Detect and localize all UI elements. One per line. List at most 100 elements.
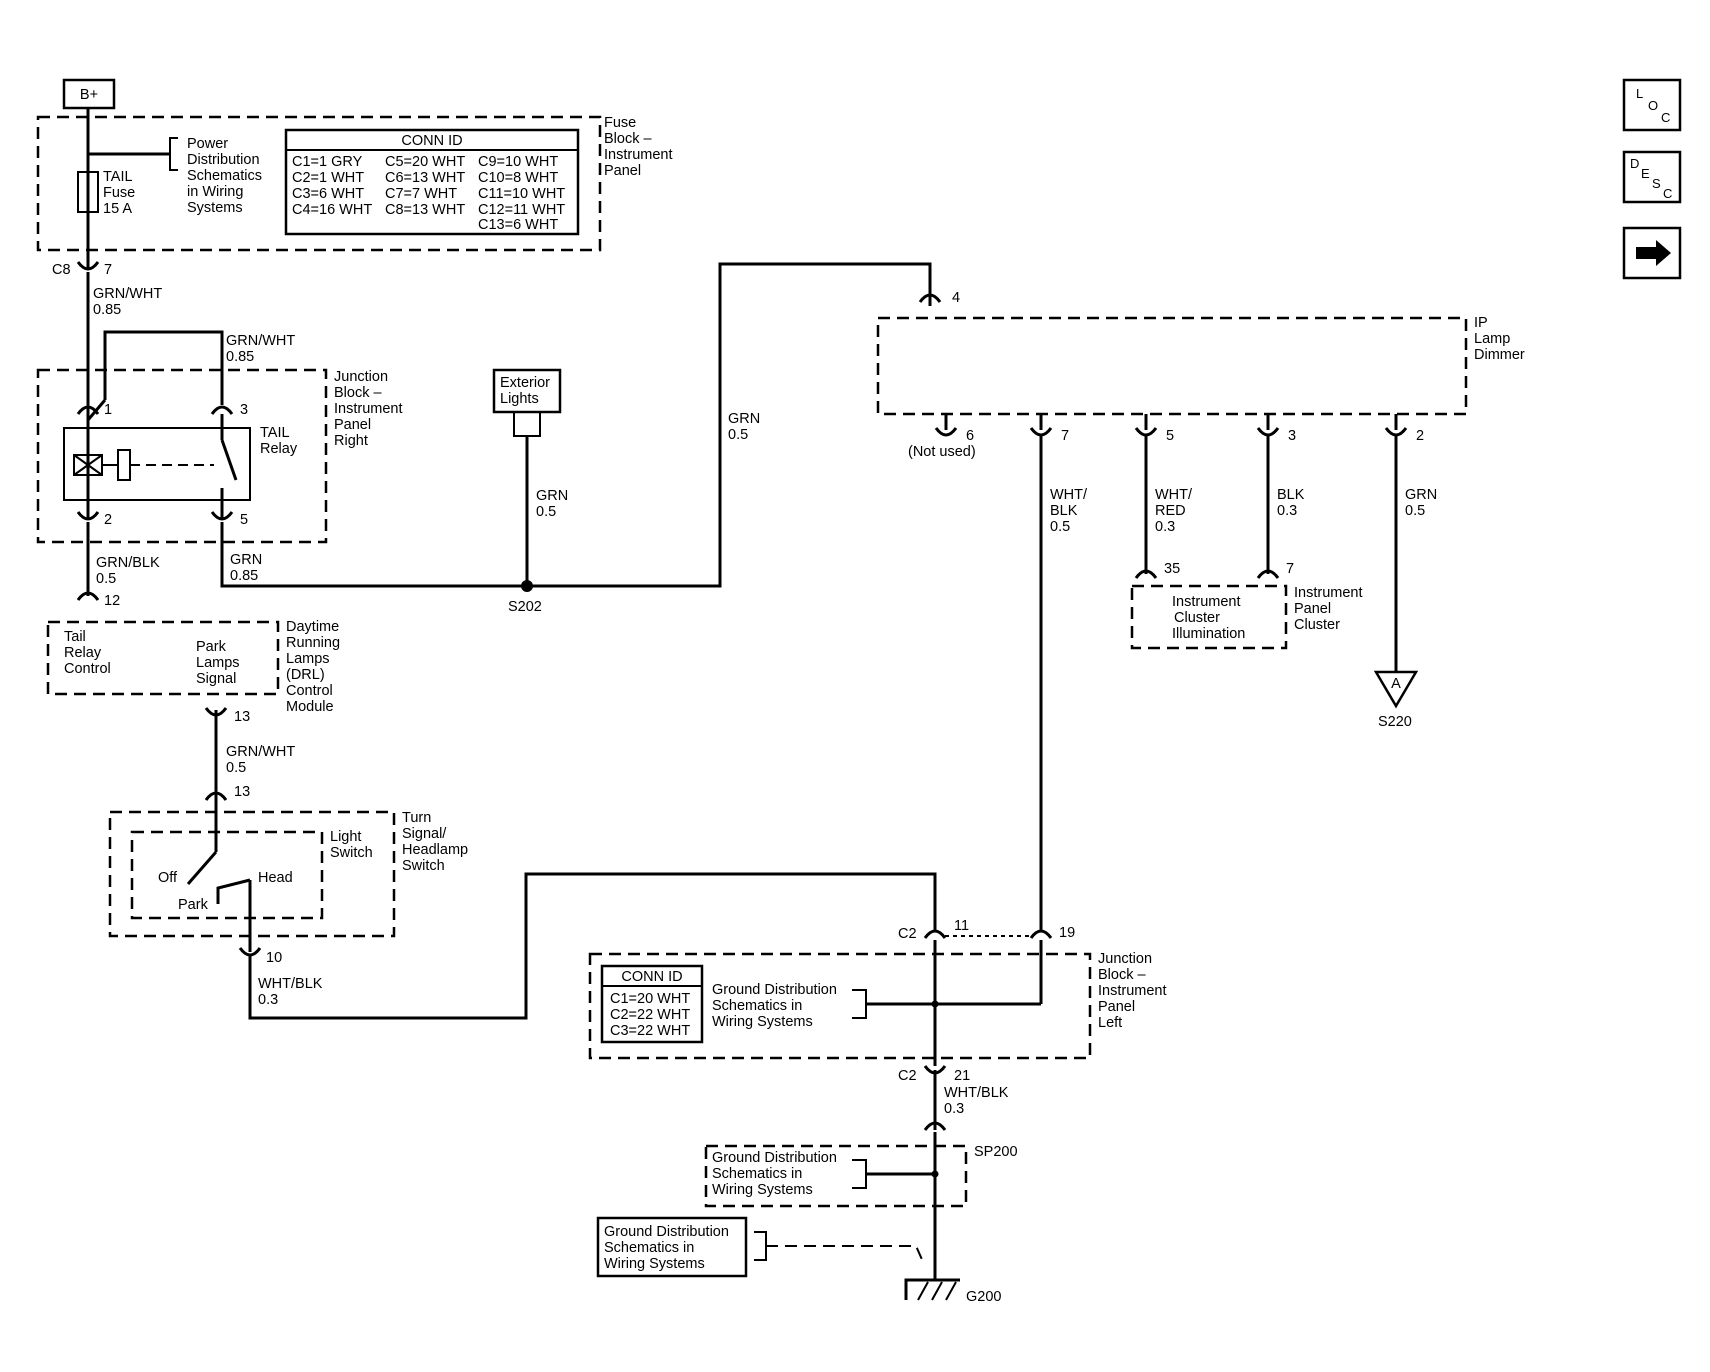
power-ref-3: Schematics (187, 168, 262, 184)
jb-left-name-2: Block – (1098, 967, 1146, 983)
fuse-label-2: Fuse (103, 185, 135, 201)
junction-block-left: C2 11 19 Junction Block – Instrument Pan… (588, 918, 1167, 1084)
wire-w10-size: 0.3 (1155, 519, 1175, 535)
sp200-splice-pack: SP200 Ground Distribution Schematics in … (704, 1121, 1018, 1208)
battery-label: B+ (80, 87, 98, 103)
relay-label-2: Relay (260, 441, 298, 457)
fuse-block-name-3: Instrument (604, 147, 673, 163)
g200-label: G200 (966, 1289, 1001, 1305)
fuse-block-conn-id-table: CONN ID C1=1 GRY C2=1 WHT C3=6 WHT C4=16… (284, 128, 580, 236)
exterior-label-2: Lights (500, 391, 539, 407)
wire-w1-size: 0.85 (93, 302, 121, 318)
desc-letter-c: C (1663, 186, 1672, 201)
jb-left-ground-1: Ground Distribution (712, 982, 837, 998)
s220-letter: A (1391, 676, 1401, 692)
fuse-block-name-2: Block – (604, 131, 652, 147)
switch-head: Head (258, 870, 293, 886)
dimmer-pin-3: 3 (1288, 428, 1296, 444)
conn-c1: C1=1 GRY (292, 154, 363, 170)
jb-left-name-5: Left (1098, 1015, 1122, 1031)
dimmer-name-3: Dimmer (1474, 347, 1525, 363)
description-button[interactable]: D E S C (1622, 150, 1682, 204)
drl-name-1: Daytime (286, 619, 339, 635)
relay-pin-5: 5 (240, 512, 248, 528)
jb-left-pin-21: 21 (954, 1068, 970, 1084)
drl-left-2: Relay (64, 645, 102, 661)
conn-id-title: CONN ID (401, 133, 462, 149)
switch-pin-13: 13 (234, 784, 250, 800)
wire-w10-line1: WHT/ (1155, 487, 1193, 503)
wire-w10-line2: RED (1155, 503, 1186, 519)
wire-w12-color: GRN (1405, 487, 1437, 503)
power-ref-1: Power (187, 136, 228, 152)
jb-left-ground-2: Schematics in (712, 998, 802, 1014)
dimmer-pin-5: 5 (1166, 428, 1174, 444)
desc-letter-d: D (1630, 156, 1639, 171)
relay-pin-1: 1 (104, 402, 112, 418)
jb-left-conn-c1: C1=20 WHT (610, 991, 690, 1007)
next-arrow-button[interactable] (1622, 226, 1682, 280)
sp200-ground-1: Ground Distribution (712, 1150, 837, 1166)
relay-pin-3: 3 (240, 402, 248, 418)
cluster-pin-35: 35 (1164, 561, 1180, 577)
wire-w1-color: GRN/WHT (93, 286, 162, 302)
fuse-block-name-1: Fuse (604, 115, 636, 131)
jb-left-pin-11: 11 (954, 918, 969, 934)
cluster-inner-1: Instrument (1172, 594, 1241, 610)
conn-c2: C2=1 WHT (292, 170, 364, 186)
wire-w4-color: GRN (230, 552, 262, 568)
wire-w9-line2: BLK (1050, 503, 1078, 519)
sp200-ground-3: Wiring Systems (712, 1182, 813, 1198)
conn-c9: C9=10 WHT (478, 154, 558, 170)
switch-name-1: Turn (402, 810, 431, 826)
cluster-name-3: Cluster (1294, 617, 1340, 633)
drl-control-module: 12 Tail Relay Control Park Lamps Signal … (46, 591, 340, 725)
wire-w11-color: BLK (1277, 487, 1305, 503)
conn-c11: C11=10 WHT (478, 186, 565, 202)
fuse-out-pin: 7 (104, 262, 112, 278)
conn-c13: C13=6 WHT (478, 217, 558, 233)
switch-name-4: Switch (402, 858, 445, 874)
jb-right-name-3: Instrument (334, 401, 403, 417)
power-ref-4: in Wiring (187, 184, 243, 200)
jb-right-name-5: Right (334, 433, 368, 449)
splice-s202-label: S202 (508, 599, 542, 615)
cluster-pin-7: 7 (1286, 561, 1294, 577)
ground-box-1: Ground Distribution (604, 1224, 729, 1240)
loc-letter-c: C (1661, 110, 1670, 125)
jb-right-name-1: Junction (334, 369, 388, 385)
ground-distribution-ref: Ground Distribution Schematics in Wiring… (596, 1216, 925, 1278)
drl-name-2: Running (286, 635, 340, 651)
wire-w11-size: 0.3 (1277, 503, 1297, 519)
jb-left-name-4: Panel (1098, 999, 1135, 1015)
wire-w12-size: 0.5 (1405, 503, 1425, 519)
power-ref-2: Distribution (187, 152, 260, 168)
wire-w2-size: 0.85 (226, 349, 254, 365)
drl-name-6: Module (286, 699, 334, 715)
switch-off: Off (158, 870, 178, 886)
ground-box-2: Schematics in (604, 1240, 694, 1256)
jb-left-c2-top: C2 (898, 926, 917, 942)
jb-right-name-4: Panel (334, 417, 371, 433)
wire-w8-size: 0.3 (258, 992, 278, 1008)
conn-c6: C6=13 WHT (385, 170, 465, 186)
conn-c3: C3=6 WHT (292, 186, 364, 202)
drl-name-5: Control (286, 683, 333, 699)
drl-pin-13: 13 (234, 709, 250, 725)
fuse-out-connector: C8 (52, 262, 71, 278)
jb-left-name-1: Junction (1098, 951, 1152, 967)
wire-w6-size: 0.5 (728, 427, 748, 443)
dimmer-pin-4: 4 (952, 290, 960, 306)
location-button[interactable]: L O C (1622, 78, 1682, 132)
switch-name-3: Headlamp (402, 842, 468, 858)
wire-w3-size: 0.5 (96, 571, 116, 587)
sp200-label: SP200 (974, 1144, 1018, 1160)
power-ref-5: Systems (187, 200, 243, 216)
drl-name-3: Lamps (286, 651, 330, 667)
drl-right-2: Lamps (196, 655, 240, 671)
conn-c8: C8=13 WHT (385, 202, 465, 218)
wire-w7-color: GRN/WHT (226, 744, 295, 760)
drl-pin-12: 12 (104, 593, 120, 609)
exterior-label-1: Exterior (500, 375, 550, 391)
conn-c7: C7=7 WHT (385, 186, 457, 202)
